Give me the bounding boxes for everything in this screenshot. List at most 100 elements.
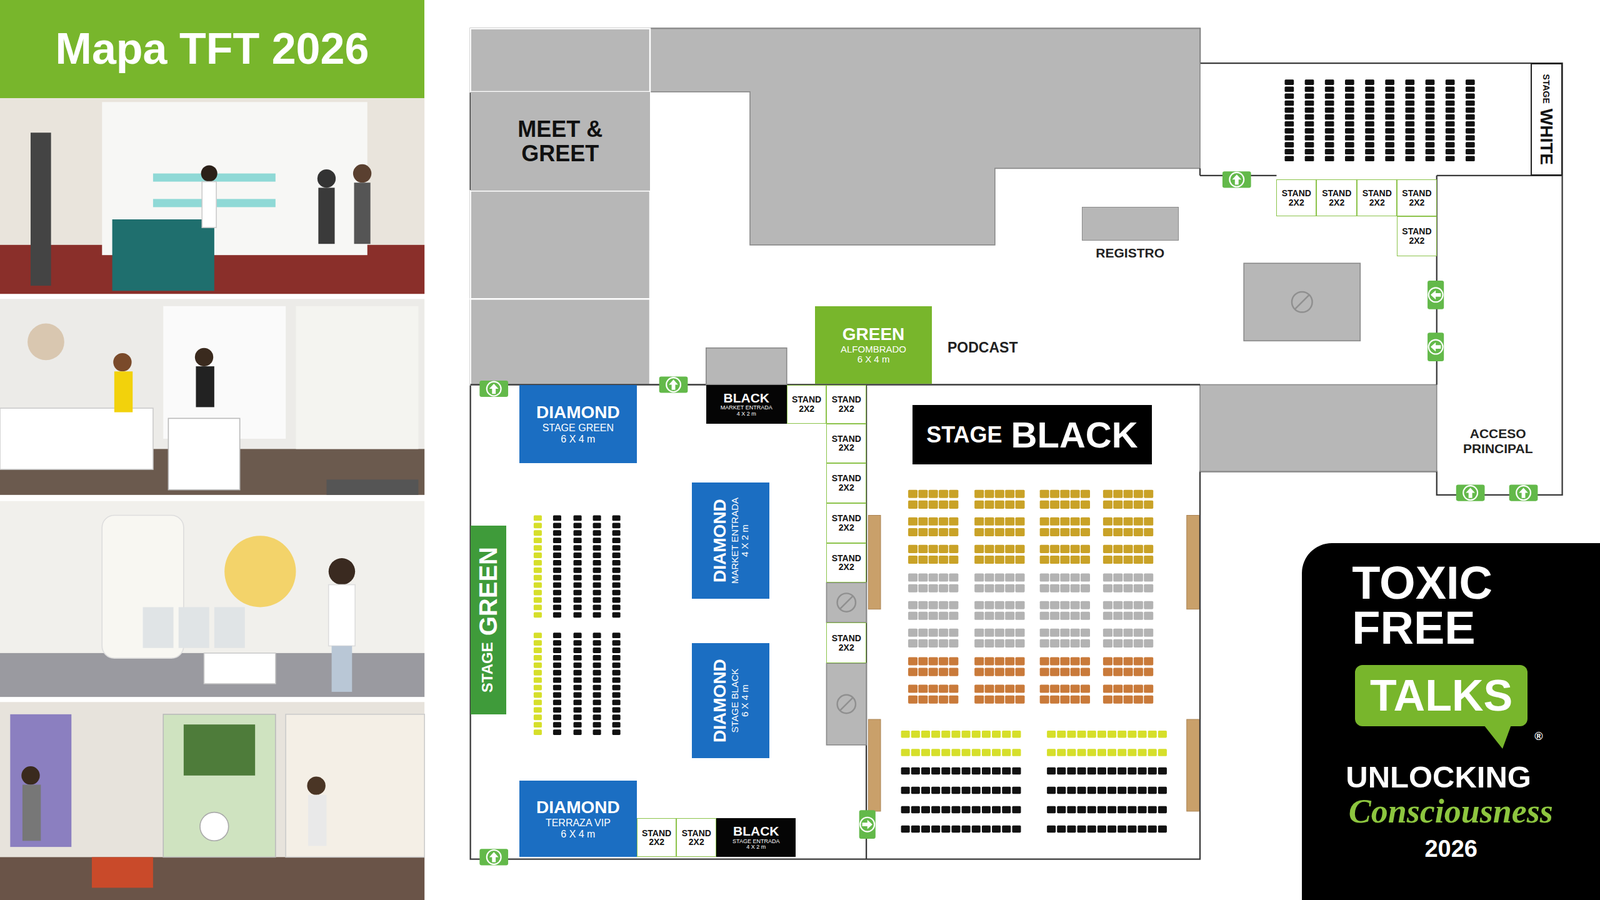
chair bbox=[995, 545, 1005, 554]
label-text: TALKS bbox=[1370, 673, 1513, 718]
chair bbox=[1080, 490, 1090, 499]
chair bbox=[573, 714, 582, 720]
chair bbox=[1445, 107, 1455, 114]
door-icon bbox=[479, 848, 509, 865]
label-text: STAND 2X2 bbox=[828, 513, 864, 532]
chair bbox=[553, 545, 562, 551]
door-icon bbox=[1222, 171, 1252, 188]
chair bbox=[911, 786, 920, 794]
chair bbox=[995, 490, 1005, 499]
tail-shape bbox=[1483, 725, 1512, 749]
label-text: DIAMOND bbox=[710, 658, 730, 743]
chair bbox=[908, 490, 918, 499]
sponsor-area: DIAMONDSTAGE GREEN 6 X 4 m bbox=[519, 385, 637, 464]
chair bbox=[1050, 528, 1060, 537]
chair bbox=[1080, 611, 1090, 620]
chair bbox=[1385, 114, 1395, 120]
chair bbox=[1113, 639, 1123, 648]
chair bbox=[995, 656, 1005, 665]
chair bbox=[995, 601, 1005, 610]
chair bbox=[1127, 786, 1137, 794]
label-text: STAGE bbox=[480, 641, 497, 693]
chair bbox=[938, 611, 949, 620]
chair bbox=[1345, 155, 1355, 162]
chair bbox=[1133, 639, 1144, 648]
chair bbox=[1056, 730, 1066, 738]
chair bbox=[1046, 767, 1056, 775]
chair bbox=[995, 573, 1005, 582]
chair bbox=[941, 806, 950, 814]
chair bbox=[1050, 601, 1060, 610]
chair bbox=[1465, 121, 1475, 127]
chair bbox=[533, 655, 542, 661]
chair bbox=[593, 537, 602, 544]
chair bbox=[533, 590, 542, 596]
chair bbox=[1103, 545, 1113, 554]
chair bbox=[938, 584, 949, 593]
chair bbox=[1005, 601, 1015, 610]
chair bbox=[951, 825, 960, 833]
chair bbox=[1465, 141, 1475, 148]
chair bbox=[1143, 685, 1154, 694]
chair bbox=[1103, 573, 1113, 582]
chair bbox=[1465, 155, 1475, 162]
door-mark bbox=[479, 848, 509, 865]
door-arrow bbox=[489, 383, 499, 394]
chair bbox=[918, 555, 928, 564]
side-panel bbox=[868, 719, 881, 812]
blocked-area bbox=[706, 348, 787, 385]
chair bbox=[911, 730, 920, 738]
chair bbox=[1077, 806, 1087, 814]
chair bbox=[1070, 695, 1080, 704]
chair bbox=[1285, 155, 1295, 162]
chair bbox=[985, 545, 995, 554]
rotated-content: STAGEGREEN bbox=[470, 525, 507, 715]
chair bbox=[974, 517, 984, 526]
chair bbox=[533, 530, 542, 536]
chair bbox=[1117, 748, 1127, 756]
chair bbox=[1040, 601, 1050, 610]
chair bbox=[1097, 767, 1107, 775]
door-mark bbox=[659, 376, 689, 393]
chair bbox=[1060, 490, 1070, 499]
chair bbox=[1405, 121, 1415, 127]
chair bbox=[533, 632, 542, 639]
chair bbox=[974, 545, 984, 554]
chair bbox=[1077, 786, 1087, 794]
chair bbox=[1133, 500, 1144, 509]
chair bbox=[1425, 107, 1435, 114]
chair bbox=[553, 729, 562, 735]
chair bbox=[974, 584, 984, 593]
chair bbox=[1087, 786, 1097, 794]
chair bbox=[908, 545, 918, 554]
chair bbox=[1060, 555, 1070, 564]
chair bbox=[1066, 767, 1076, 775]
chair bbox=[1325, 114, 1335, 120]
chair bbox=[1365, 148, 1375, 155]
door-icon bbox=[1509, 485, 1539, 502]
chair bbox=[1123, 573, 1134, 582]
chair bbox=[533, 560, 542, 566]
chair bbox=[908, 555, 918, 564]
chair bbox=[593, 721, 602, 728]
chair bbox=[971, 825, 981, 833]
chair bbox=[1113, 601, 1123, 610]
chair bbox=[1465, 128, 1475, 134]
chair bbox=[985, 639, 995, 648]
chair bbox=[553, 537, 562, 544]
chair bbox=[931, 748, 940, 756]
chair bbox=[991, 806, 1001, 814]
chair bbox=[533, 662, 542, 669]
chair bbox=[1040, 628, 1050, 637]
chair bbox=[1345, 93, 1355, 100]
chair bbox=[1103, 695, 1113, 704]
chair bbox=[1097, 825, 1107, 833]
chair bbox=[948, 628, 959, 637]
stage-box: STAGEWHITE bbox=[1530, 63, 1563, 176]
chair bbox=[1325, 121, 1335, 127]
chair bbox=[974, 528, 984, 537]
chair bbox=[1005, 628, 1015, 637]
chair bbox=[553, 632, 562, 639]
label-text: STAND 2X2 bbox=[639, 828, 675, 847]
chair bbox=[1077, 748, 1087, 756]
